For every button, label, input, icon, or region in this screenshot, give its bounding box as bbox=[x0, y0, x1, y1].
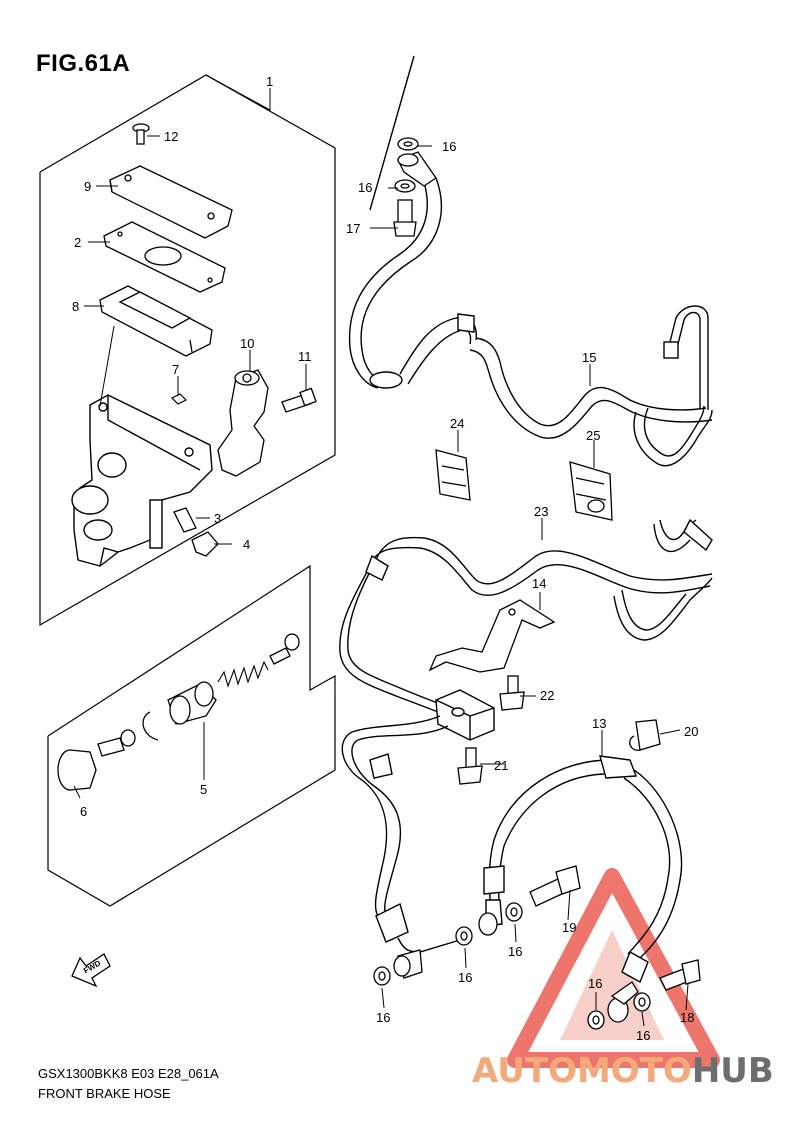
callout-18: 18 bbox=[680, 1010, 694, 1025]
part-22-bolt bbox=[499, 675, 525, 711]
figure-title: FIG.61A bbox=[36, 50, 131, 77]
part-16-washer-top bbox=[397, 137, 419, 151]
callout-1: 1 bbox=[266, 74, 273, 89]
callout-9: 9 bbox=[84, 179, 91, 194]
callout-8: 8 bbox=[72, 299, 79, 314]
part-15-upper-brake-hose bbox=[348, 55, 713, 467]
part-16-washer-g bbox=[633, 992, 651, 1012]
watermark-brand-part2: HUB bbox=[692, 1051, 774, 1091]
callout-16-d: 16 bbox=[458, 970, 472, 985]
part-25-hose-clamp bbox=[569, 461, 613, 521]
callout-15: 15 bbox=[582, 350, 596, 365]
model-code: GSX1300BKK8 E03 E28_061A bbox=[38, 1066, 219, 1081]
part-16-washer-d bbox=[455, 926, 473, 946]
master-cylinder-group-outline bbox=[39, 74, 336, 627]
part-12-screw bbox=[132, 123, 150, 145]
part-11-bolt bbox=[281, 387, 317, 413]
part-hose-banjo-top bbox=[397, 151, 437, 187]
callout-12: 12 bbox=[164, 129, 178, 144]
callout-23: 23 bbox=[534, 504, 548, 519]
callout-2: 2 bbox=[74, 235, 81, 250]
part-16-washer-f bbox=[587, 1010, 605, 1030]
part-4-bleeder-cap bbox=[191, 531, 219, 557]
leader-lines bbox=[73, 74, 689, 1027]
part-18-banjo-bolt bbox=[659, 959, 701, 991]
part-lower-left-hose bbox=[341, 715, 461, 953]
part-2-diaphragm-plate bbox=[103, 221, 226, 293]
part-5-piston bbox=[167, 681, 217, 725]
part-hose-banjo-right bbox=[607, 981, 639, 1023]
callout-24: 24 bbox=[450, 416, 464, 431]
callout-4: 4 bbox=[243, 537, 250, 552]
callout-3: 3 bbox=[214, 511, 221, 526]
part-7-plate-clip bbox=[170, 393, 188, 405]
part-14-hose-bracket bbox=[428, 599, 556, 673]
callout-25: 25 bbox=[586, 428, 600, 443]
part-16-washer-e bbox=[505, 902, 523, 922]
callout-16-b: 16 bbox=[358, 180, 372, 195]
callout-14: 14 bbox=[532, 576, 546, 591]
master-cylinder-body bbox=[71, 394, 213, 567]
part-5-spring bbox=[217, 660, 269, 688]
part-16-washer-second bbox=[394, 179, 416, 193]
part-17-banjo-bolt bbox=[393, 199, 417, 237]
part-23-brake-hose bbox=[339, 518, 713, 713]
callout-16-c: 16 bbox=[376, 1010, 390, 1025]
callout-7: 7 bbox=[172, 362, 179, 377]
callout-22: 22 bbox=[540, 688, 554, 703]
callout-17: 17 bbox=[346, 221, 360, 236]
piston-set-group-outline bbox=[47, 564, 336, 907]
callout-5: 5 bbox=[200, 782, 207, 797]
part-lower-left-banjo bbox=[393, 949, 423, 979]
part-9-reservoir-cap bbox=[109, 165, 233, 239]
part-24-hose-clamp bbox=[435, 449, 471, 501]
callout-10: 10 bbox=[240, 336, 254, 351]
part-20-hose-clip bbox=[629, 719, 661, 751]
part-3-bleeder bbox=[173, 507, 197, 533]
part-hose-banjo-middle bbox=[478, 912, 498, 936]
callout-16-a: 16 bbox=[442, 139, 456, 154]
watermark-logo-triangle bbox=[507, 868, 720, 1068]
part-6-dust-boot bbox=[57, 749, 97, 791]
part-5-washer bbox=[269, 633, 300, 665]
part-brake-hose-joint bbox=[435, 689, 495, 741]
part-13-brake-hose bbox=[483, 755, 683, 983]
callout-6: 6 bbox=[80, 804, 87, 819]
callout-21: 21 bbox=[494, 758, 508, 773]
callout-13: 13 bbox=[592, 716, 606, 731]
forward-direction-icon bbox=[71, 953, 111, 988]
part-8-diaphragm bbox=[99, 285, 213, 357]
part-16-washer-c bbox=[373, 966, 391, 986]
callout-16-f: 16 bbox=[588, 976, 602, 991]
watermark-brand-part1: AUTOMOTO bbox=[472, 1051, 692, 1091]
part-19-banjo-bolt bbox=[529, 865, 581, 907]
watermark-brand-text: AUTOMOTOHUB bbox=[472, 1051, 774, 1091]
section-name: FRONT BRAKE HOSE bbox=[38, 1086, 171, 1101]
callout-11: 11 bbox=[298, 349, 312, 364]
callout-16-g: 16 bbox=[636, 1028, 650, 1043]
callout-20: 20 bbox=[684, 724, 698, 739]
callout-19: 19 bbox=[562, 920, 576, 935]
part-5-push-rod bbox=[97, 711, 159, 757]
part-21-bolt bbox=[457, 747, 483, 785]
callout-16-e: 16 bbox=[508, 944, 522, 959]
part-10-switch-bracket bbox=[217, 369, 269, 477]
